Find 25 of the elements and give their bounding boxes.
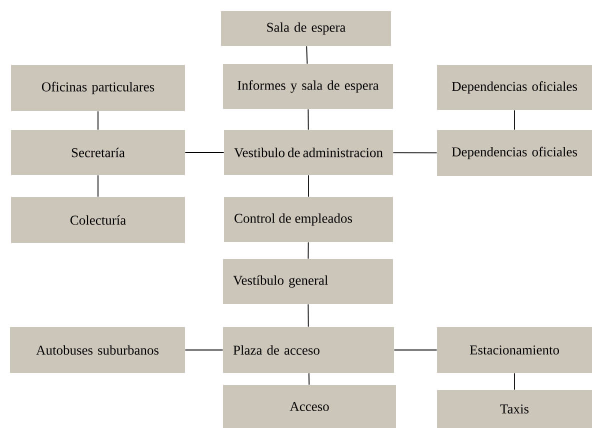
connector-line [308,304,309,328]
room-box: Taxis [437,390,592,428]
connector-line [306,46,308,64]
room-box: Estacionamiento [437,327,592,373]
connector-line [184,152,224,153]
room-box: Sala de espera [221,11,391,46]
connector-line [514,372,515,390]
room-box: Colecturía [11,197,185,243]
room-box: Plaza de acceso [223,327,394,373]
room-box: Secretaría [11,130,185,175]
connector-line [308,242,309,260]
room-box: Vestibulo de administracion [224,130,393,175]
connector-line [308,108,309,130]
room-box: Vestíbulo general [223,259,393,304]
connector-line [308,372,310,386]
room-box: Control de empleados [224,197,393,242]
room-box: Dependencias oficiales [437,65,592,110]
room-box: Oficinas particulares [11,65,185,111]
room-box: Autobuses suburbanos [10,327,185,373]
room-box: Informes y sala de espera [223,64,393,109]
room-box: Dependencias oficiales [437,130,592,176]
connector-line [392,152,438,154]
connector-line [308,174,309,198]
room-box: Acceso [223,385,396,428]
connector-line [514,110,515,130]
